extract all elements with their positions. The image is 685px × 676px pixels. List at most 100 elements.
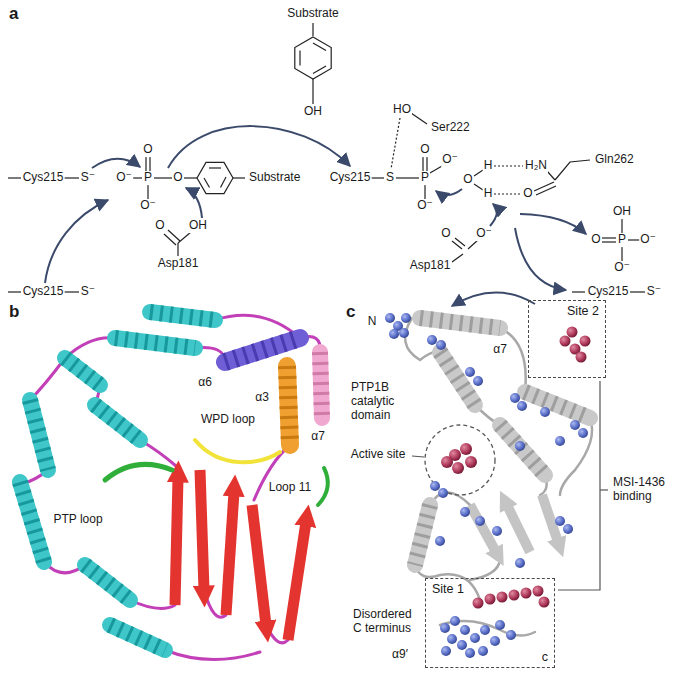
binding-sphere	[460, 443, 472, 455]
chemical-bond	[474, 184, 483, 190]
structure-label: α7	[310, 430, 326, 444]
chemical-bond	[8, 23, 645, 292]
chemical-bond	[209, 167, 221, 168]
beta-strand	[226, 492, 234, 615]
protein-coil	[560, 418, 592, 495]
protein-helix	[440, 352, 475, 405]
atom-label: P	[420, 171, 430, 185]
residue-sphere	[473, 376, 483, 386]
atom-label: H	[483, 159, 494, 173]
residue-sphere	[385, 313, 395, 323]
protein-helix	[420, 318, 500, 328]
ptp-loop	[105, 464, 172, 480]
residue-label: Ser222	[430, 121, 471, 135]
chemical-bond	[572, 291, 585, 292]
beta-strand	[175, 478, 178, 605]
chemical-bond	[64, 177, 79, 178]
beta-strand	[288, 522, 306, 640]
atom-label: O⁻	[416, 199, 434, 213]
terminus-label: Disordered C terminus	[352, 608, 422, 636]
chemical-bond	[430, 166, 442, 173]
alpha-helix	[287, 366, 290, 445]
residue-sphere	[480, 625, 490, 635]
reaction-arrow	[186, 188, 202, 218]
alpha-helix	[320, 352, 322, 418]
binding-sphere	[509, 590, 520, 601]
chemical-bond	[233, 177, 245, 178]
chemical-bond	[8, 291, 21, 292]
residue-sphere	[435, 536, 445, 546]
hydrogen-bond	[391, 118, 400, 169]
coil	[165, 650, 260, 660]
reaction-arrow	[168, 126, 350, 168]
alpha-helix	[65, 358, 100, 385]
leader-line	[412, 456, 424, 457]
protein-strand	[542, 495, 558, 542]
chemical-bond	[221, 177, 227, 188]
residue-sphere	[401, 313, 411, 323]
residue-sphere	[389, 329, 399, 339]
alpha-helix	[65, 358, 100, 385]
protein-helix	[415, 318, 590, 565]
residue-sphere	[427, 335, 437, 345]
residue-label: Gln262	[594, 153, 635, 167]
chemical-bond	[197, 162, 233, 193]
atom-label: O	[419, 143, 430, 157]
reaction-arrow	[515, 228, 566, 290]
alpha-helix	[85, 565, 130, 600]
hydrogen-bond	[391, 118, 523, 194]
loop-11	[318, 468, 328, 505]
protein-helix	[415, 318, 590, 565]
alpha-helix	[320, 352, 322, 418]
chemical-bond	[177, 243, 178, 256]
residue-sphere	[517, 401, 527, 411]
residue-sphere	[470, 633, 480, 643]
chemical-bond	[147, 185, 148, 199]
binding-sphere	[580, 336, 591, 347]
residue-sphere	[510, 393, 520, 403]
alpha-helix	[20, 482, 44, 562]
protein-strand	[470, 505, 496, 552]
chemical-bond	[468, 240, 478, 249]
active-site-outline	[425, 425, 495, 495]
atom-label: O	[142, 143, 153, 157]
chemical-bond	[371, 177, 384, 178]
structure-label: α7	[492, 343, 508, 357]
residue-sphere	[570, 420, 580, 430]
chemical-bond	[547, 171, 555, 180]
alpha-helix	[150, 312, 215, 320]
reaction-arrow	[520, 214, 586, 234]
residue-label: Cys215	[587, 285, 630, 299]
protein-helix	[415, 505, 430, 565]
chemical-bond	[133, 177, 142, 178]
atom-label: S⁻	[646, 285, 662, 299]
residue-sphere	[450, 616, 460, 626]
substrate-label: Substrate	[248, 171, 301, 185]
atom-label: O⁻	[613, 261, 631, 275]
site-label: Site 2	[566, 304, 600, 318]
chemical-bond	[621, 219, 622, 233]
wpd-loop	[195, 440, 280, 462]
protein-coil	[470, 560, 500, 580]
binding-sphere	[576, 352, 587, 363]
residue-sphere	[578, 428, 588, 438]
panel-letter: c	[345, 302, 356, 322]
alpha-helix	[95, 405, 140, 440]
chemical-bond	[630, 291, 645, 292]
chemical-bond	[536, 186, 556, 195]
binding-sphere	[560, 336, 571, 347]
chemical-bond	[184, 177, 197, 178]
substrate-label: Substrate	[286, 7, 339, 21]
binding-sphere	[452, 462, 464, 474]
site-box: Site 2	[528, 300, 606, 378]
binding-sphere	[465, 456, 477, 468]
alpha-helix	[115, 338, 195, 348]
residue-sphere	[436, 340, 446, 350]
chemical-bond	[149, 157, 150, 171]
reaction-arrow	[490, 204, 497, 226]
residue-label: Asp181	[409, 259, 452, 273]
protein-coil	[405, 318, 592, 636]
chemical-bond	[204, 178, 210, 188]
atom-label: O	[522, 187, 533, 201]
